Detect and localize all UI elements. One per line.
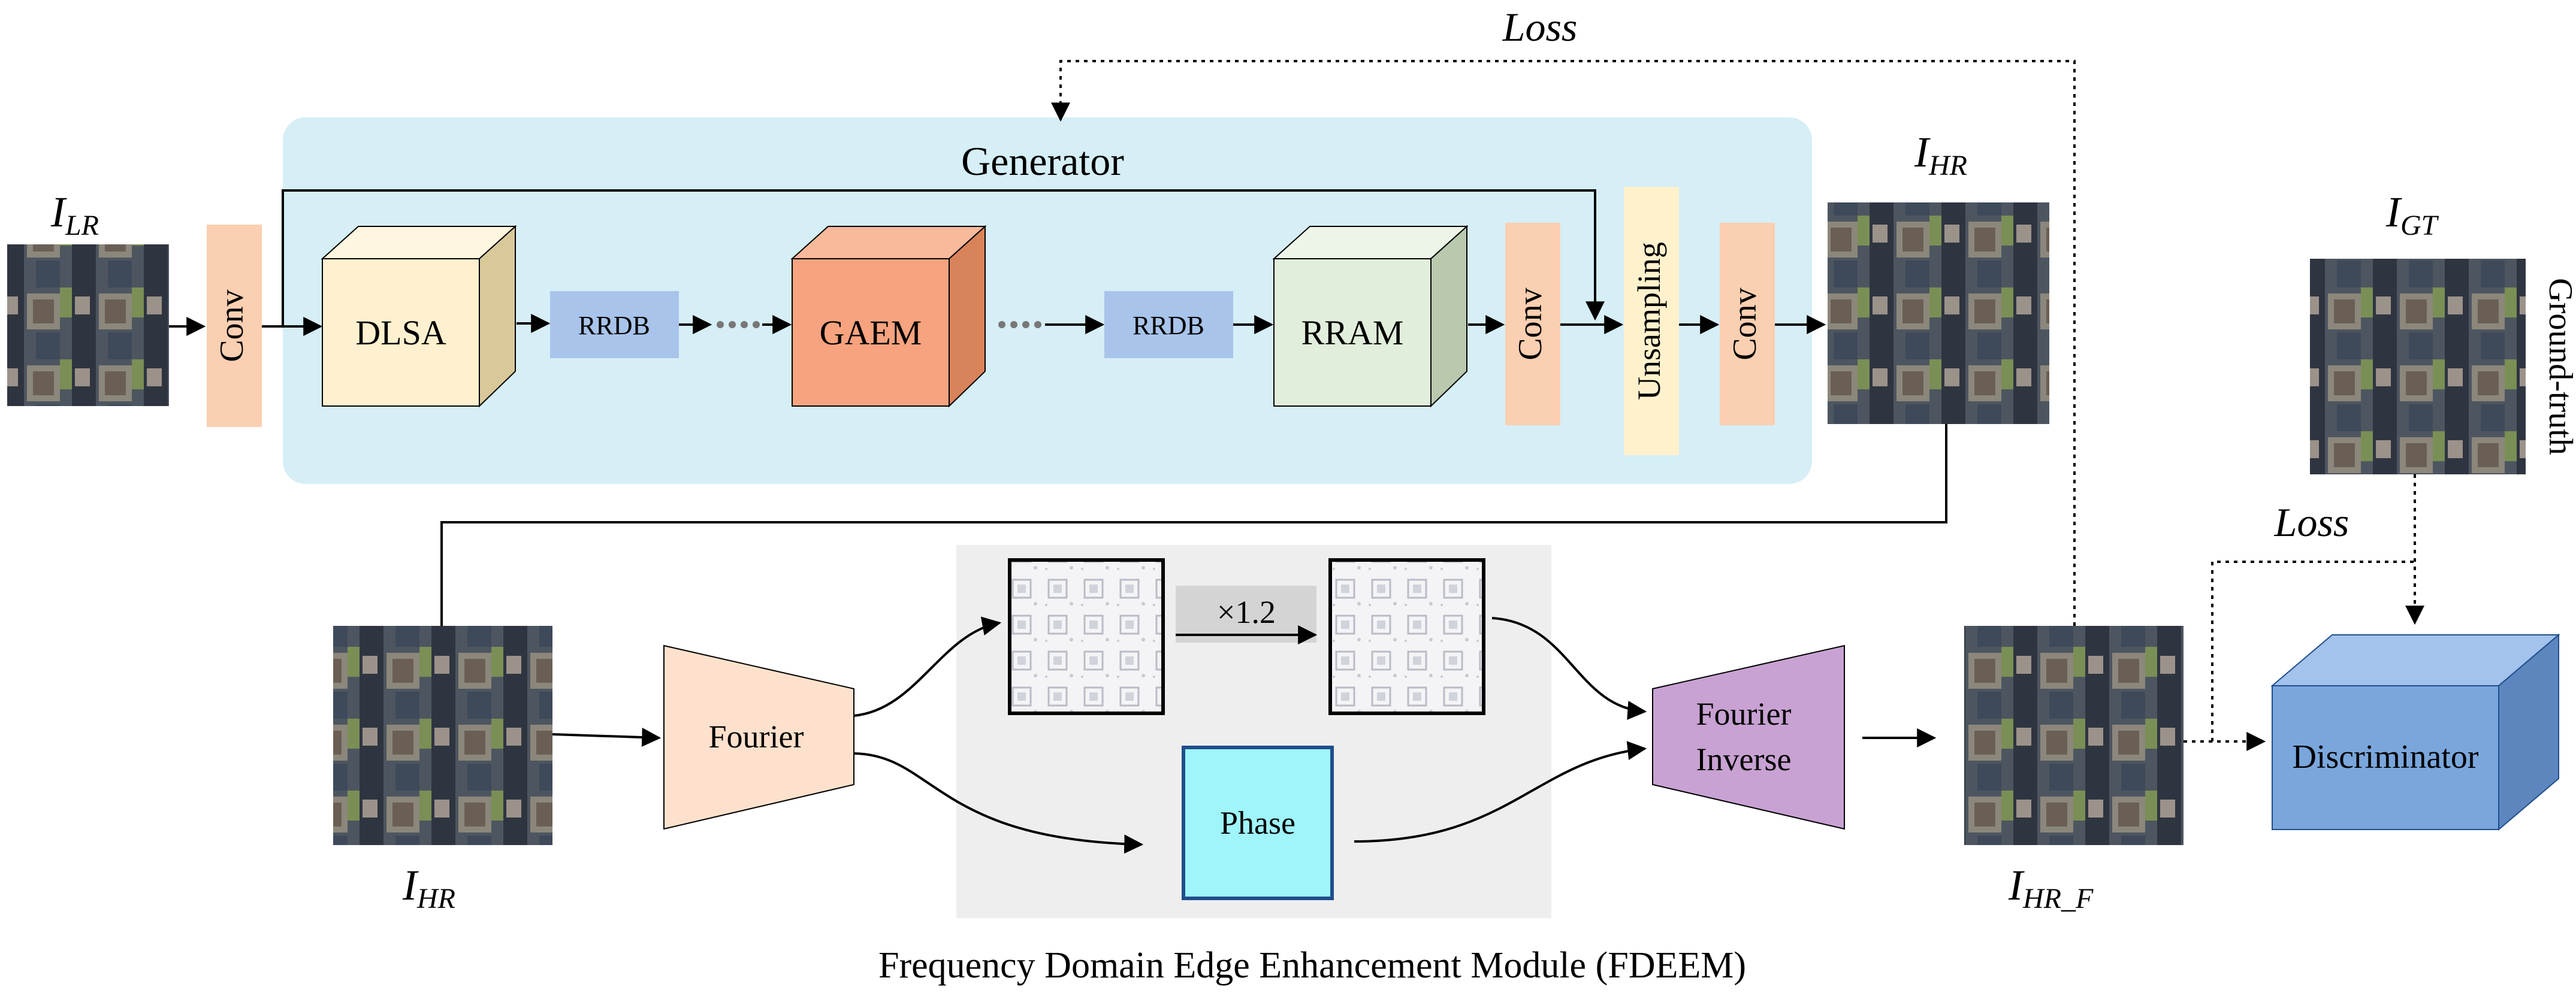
ihr-top-image [1828, 202, 2049, 424]
amplitude-image-1 [1008, 558, 1165, 715]
ilr-label: ILR [50, 188, 99, 241]
fourier-label: Fourier [709, 719, 804, 755]
fourier-inverse-label-line2: Inverse [1696, 741, 1792, 777]
upsampling-block [1624, 187, 1679, 455]
rram-label: RRAM [1301, 313, 1404, 352]
conv2-block [1505, 223, 1560, 425]
curve-fourier-phase [853, 752, 1144, 854]
fdeem-caption: Frequency Domain Edge Enhancement Module… [878, 945, 1746, 986]
loss-label-right: Loss [2274, 500, 2349, 545]
connector-ihr-down [440, 424, 1947, 626]
conv3-label: Conv [1726, 287, 1763, 360]
fourier-inverse-label-line1: Fourier [1696, 696, 1792, 732]
gaem-label: GAEM [820, 313, 922, 352]
rrdb1-label: RRDB [578, 311, 650, 340]
rrdb2-label: RRDB [1133, 311, 1204, 340]
rram-block [1272, 225, 1469, 408]
rrdb1-block [550, 291, 679, 358]
dlsa-block [321, 225, 517, 408]
scale-panel [1176, 586, 1316, 643]
upsampling-label: Unsampling [1631, 242, 1667, 400]
arrow-ihr-fourier [552, 728, 662, 747]
conv1-label: Conv [213, 289, 250, 362]
ihr-bottom-label: IHR [402, 861, 455, 915]
amplitude-image-2 [1328, 558, 1485, 715]
rrdb2-block [1104, 291, 1233, 358]
discriminator-label: Discriminator [2292, 738, 2478, 776]
generator-title: Generator [961, 138, 1124, 184]
conv3-block [1720, 223, 1775, 425]
discriminator-block [2270, 633, 2560, 831]
loss-path-right [2211, 561, 2415, 741]
curve-amplitude-inverse [1491, 617, 1647, 720]
phase-block [1182, 746, 1334, 900]
igt-image [2310, 259, 2526, 474]
ground-truth-label: Ground-truth [2542, 278, 2576, 455]
ihr-top-label: IHR [1914, 128, 1967, 181]
loss-label-top: Loss [1502, 4, 1578, 50]
curve-phase-inverse [1354, 741, 1647, 843]
fourier-block [663, 644, 854, 830]
ihrf-image [1964, 626, 2184, 845]
dlsa-label: DLSA [355, 313, 446, 352]
ilr-image [7, 244, 169, 406]
igt-label: IGT [2385, 188, 2439, 241]
curve-fourier-amplitude [853, 616, 1002, 717]
ihr-bottom-image [333, 626, 552, 845]
phase-label: Phase [1220, 805, 1295, 841]
fourier-inverse-block [1652, 644, 1845, 830]
scale-label: ×1.2 [1217, 594, 1276, 630]
gaem-block [790, 225, 987, 408]
conv2-label: Conv [1512, 287, 1549, 360]
conv1-block [207, 225, 262, 427]
ellipsis-1 [717, 321, 760, 328]
ihrf-label: IHR_F [2008, 861, 2094, 915]
ellipsis-2 [998, 321, 1041, 328]
